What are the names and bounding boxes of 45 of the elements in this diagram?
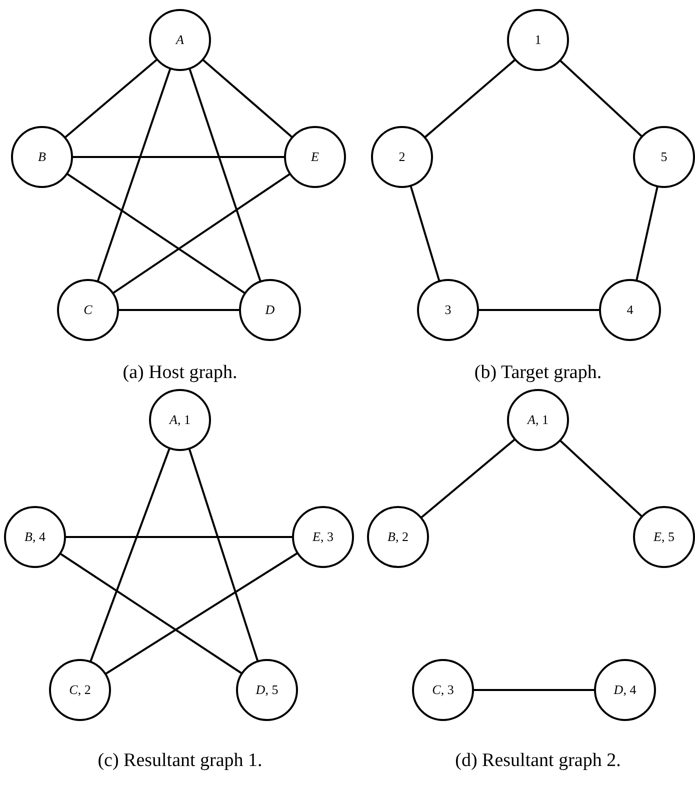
graph-vertex: D [239, 279, 301, 341]
graph-edge [72, 156, 285, 158]
graph-edge [104, 552, 298, 675]
subfigure-caption: (a) Host graph. [122, 362, 238, 384]
graph-edge [410, 185, 440, 282]
graph-edge [64, 58, 158, 138]
graph-edge [96, 68, 172, 282]
graph-vertex: 5 [633, 126, 695, 188]
subfigure-caption: (b) Target graph. [474, 362, 602, 384]
graph-vertex: 1 [507, 9, 569, 71]
graph-vertex: B, 2 [367, 506, 429, 568]
graph-vertex: B [11, 126, 73, 188]
graph-edge [636, 186, 658, 281]
graph-edge [473, 689, 595, 691]
graph-edge [202, 58, 293, 138]
graph-edge [424, 58, 516, 138]
graph-edge [559, 60, 643, 138]
subfigure-caption: (c) Resultant graph 1. [98, 750, 262, 772]
graph-edge [112, 172, 291, 294]
graph-vertex: A, 1 [149, 389, 211, 451]
graph-vertex: E [284, 126, 346, 188]
graph-vertex: B, 4 [4, 506, 66, 568]
graph-edge [559, 440, 643, 518]
graph-vertex: 4 [599, 279, 661, 341]
graph-edge [118, 309, 240, 311]
graph-edge [89, 448, 171, 662]
graph-edge [60, 552, 242, 674]
graph-edge [478, 309, 600, 311]
graph-edge [66, 172, 246, 294]
graph-vertex: 2 [371, 126, 433, 188]
graph-vertex: C [57, 279, 119, 341]
graph-vertex: D, 5 [236, 659, 298, 721]
graph-edge [188, 68, 262, 282]
subfigure-caption: (d) Resultant graph 2. [455, 750, 621, 772]
graph-vertex: E, 5 [633, 506, 695, 568]
graph-vertex: E, 3 [292, 506, 354, 568]
graph-edge [65, 536, 293, 538]
graph-vertex: A [149, 9, 211, 71]
graph-vertex: 3 [417, 279, 479, 341]
graph-edge [420, 438, 516, 519]
graph-vertex: D, 4 [594, 659, 656, 721]
graph-vertex: C, 3 [412, 659, 474, 721]
graph-edge [188, 448, 259, 662]
graph-vertex: A, 1 [507, 389, 569, 451]
graph-vertex: C, 2 [49, 659, 111, 721]
